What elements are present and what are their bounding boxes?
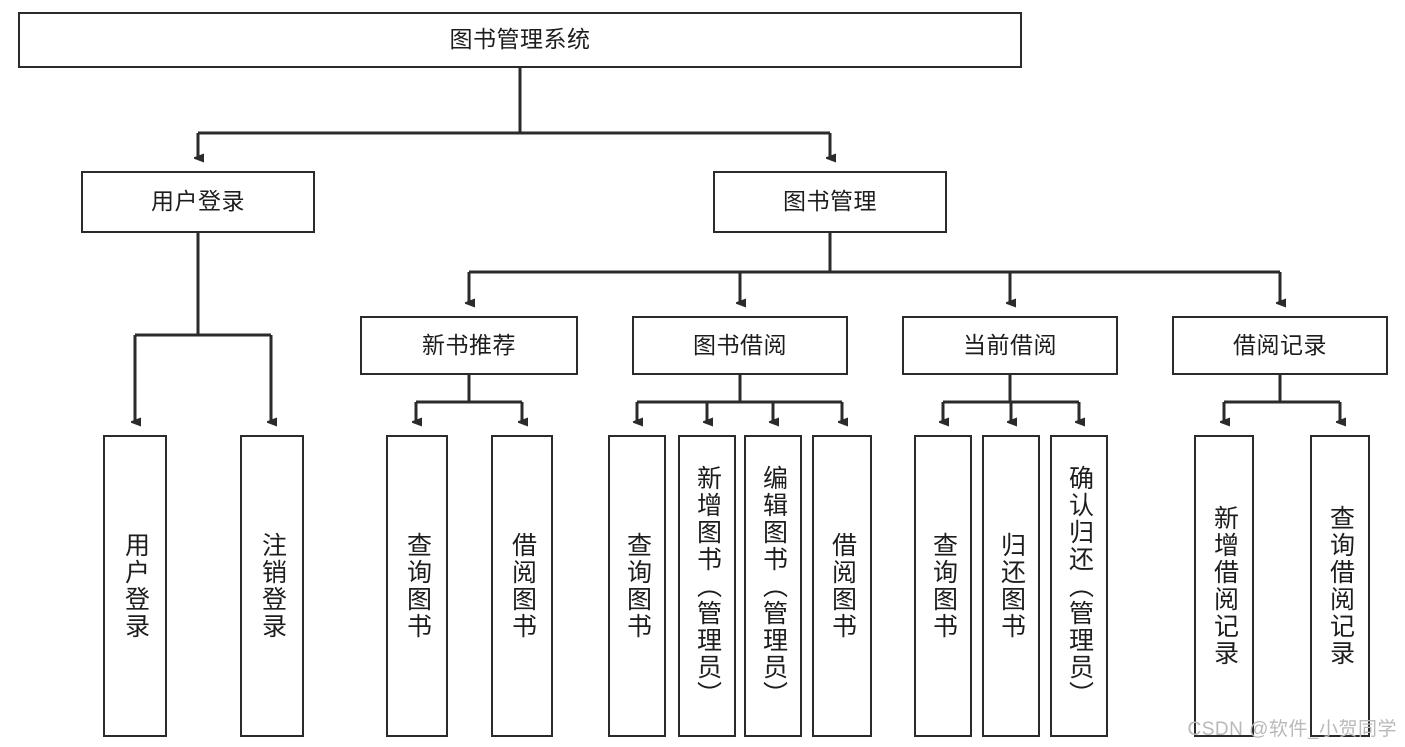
node-label: 借阅记录 <box>1233 331 1327 358</box>
node-label: 查询借阅记录 <box>1326 505 1355 667</box>
node-user-login[interactable]: 用户登录 <box>81 171 315 233</box>
node-label: 用户登录 <box>151 188 245 215</box>
node-book-management[interactable]: 图书管理 <box>713 171 947 233</box>
node-new-book-recommend[interactable]: 新书推荐 <box>360 316 578 375</box>
node-label: 查询图书 <box>623 532 652 640</box>
leaf-return-book[interactable]: 归还图书 <box>982 435 1040 737</box>
node-label: 新书推荐 <box>422 331 516 358</box>
node-label: 新增图书（管理员） <box>693 464 722 708</box>
leaf-borrow-book-new[interactable]: 借阅图书 <box>491 435 553 737</box>
node-borrow-record[interactable]: 借阅记录 <box>1172 316 1388 375</box>
node-label: 借阅图书 <box>508 532 537 640</box>
leaf-borrow-book[interactable]: 借阅图书 <box>812 435 872 737</box>
node-current-borrow[interactable]: 当前借阅 <box>902 316 1118 375</box>
leaf-add-borrow-record[interactable]: 新增借阅记录 <box>1194 435 1254 737</box>
node-label: 图书管理系统 <box>449 26 591 53</box>
node-label: 图书借阅 <box>693 331 787 358</box>
leaf-add-book-admin[interactable]: 新增图书（管理员） <box>678 435 736 737</box>
node-label: 借阅图书 <box>828 532 857 640</box>
leaf-edit-book-admin[interactable]: 编辑图书（管理员） <box>744 435 802 737</box>
node-label: 当前借阅 <box>963 331 1057 358</box>
leaf-query-book-new[interactable]: 查询图书 <box>386 435 448 737</box>
leaf-logout[interactable]: 注销登录 <box>240 435 304 737</box>
node-label: 查询图书 <box>403 532 432 640</box>
node-label: 注销登录 <box>258 532 287 640</box>
node-label: 归还图书 <box>997 532 1026 640</box>
leaf-query-borrow-record[interactable]: 查询借阅记录 <box>1310 435 1370 737</box>
node-label: 确认归还（管理员） <box>1065 464 1094 708</box>
node-label: 查询图书 <box>929 532 958 640</box>
leaf-query-book-current[interactable]: 查询图书 <box>914 435 972 737</box>
node-label: 新增借阅记录 <box>1210 505 1239 667</box>
leaf-confirm-return-admin[interactable]: 确认归还（管理员） <box>1050 435 1108 737</box>
leaf-query-book-borrow[interactable]: 查询图书 <box>608 435 666 737</box>
watermark-text: CSDN @软件_小贺同学 <box>1187 719 1397 740</box>
node-book-borrow[interactable]: 图书借阅 <box>632 316 848 375</box>
node-root-system[interactable]: 图书管理系统 <box>18 12 1022 68</box>
node-label: 用户登录 <box>121 532 150 640</box>
leaf-user-login[interactable]: 用户登录 <box>103 435 167 737</box>
node-label: 图书管理 <box>783 188 877 215</box>
node-label: 编辑图书（管理员） <box>759 464 788 708</box>
